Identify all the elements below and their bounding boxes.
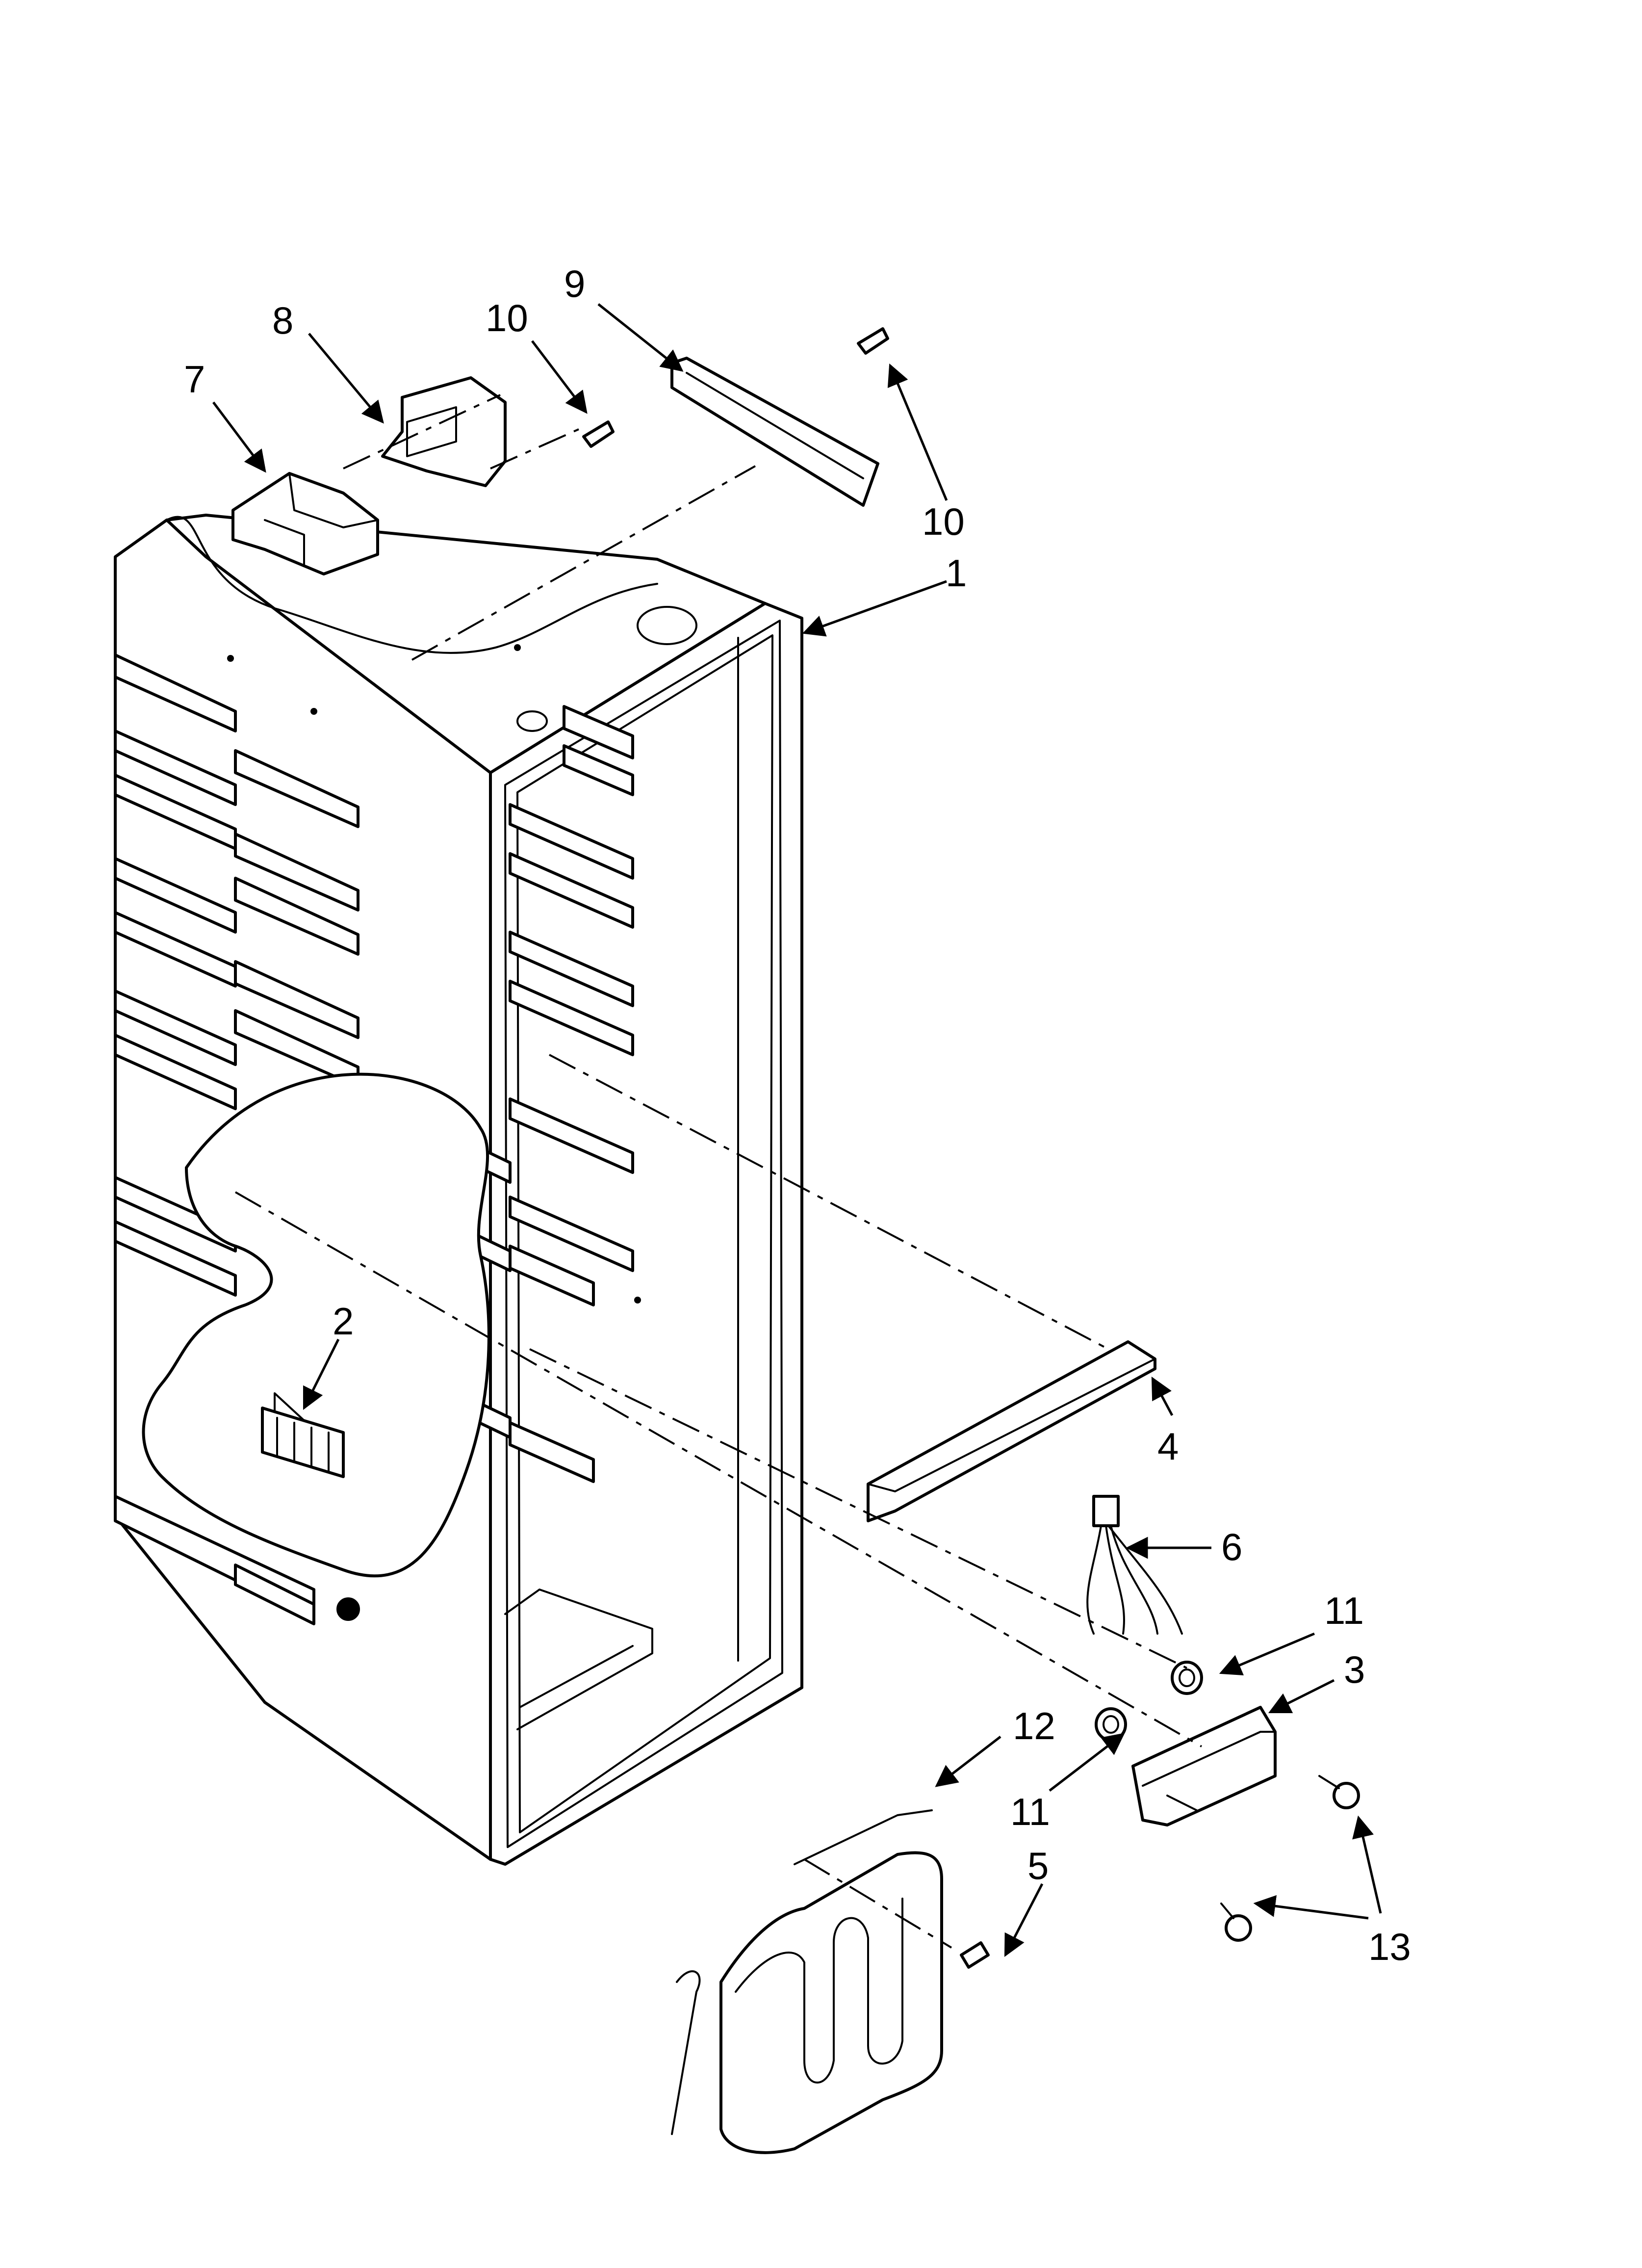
callout-10-upper: 10: [486, 296, 528, 339]
part-4-cover: [867, 1340, 1156, 1522]
liner-cutaway-view: [142, 1072, 490, 1578]
part-10-screw-b: [857, 327, 889, 355]
callout-9: 9: [564, 262, 585, 305]
part-5-screw: [960, 1941, 990, 1969]
top-knob: [516, 710, 548, 732]
part-7-housing: [231, 472, 379, 575]
liner-assembly: [114, 514, 803, 1866]
callout-11-lower: 11: [1010, 1790, 1050, 1833]
liner-interior-floor: [504, 1589, 653, 1730]
top-vent-hole: [637, 606, 697, 645]
liner-interior-floor-2: [519, 1645, 634, 1708]
callout-2: 2: [333, 1300, 354, 1343]
callout-13: 13: [1368, 1925, 1411, 1968]
left-side-rails: [114, 653, 359, 1625]
callout-5: 5: [1027, 1844, 1049, 1887]
liner-front-frame: [489, 602, 803, 1866]
liner-front-inner-edge: [504, 620, 783, 1848]
callout-10-right: 10: [922, 500, 965, 543]
leader-arrows: [212, 303, 1382, 1957]
part-13-plug-a: [1318, 1775, 1360, 1809]
callout-4: 4: [1157, 1425, 1179, 1468]
part-2-control: [261, 1407, 345, 1478]
assembly-lines: [235, 394, 1202, 1949]
part-8-bracket: [381, 376, 507, 487]
callout-7: 7: [184, 358, 205, 401]
callout-labels: 1 2 3 4 5 6 7 8 9 10 10 11 11 12 13: [184, 262, 1411, 1968]
callout-3: 3: [1344, 1648, 1365, 1691]
part-6-harness: [1086, 1495, 1183, 1635]
part-11-grommet-a: [1171, 1661, 1203, 1695]
callout-8: 8: [272, 299, 293, 342]
part-12-heater: [671, 1809, 943, 2154]
part-10-screw-a: [582, 420, 615, 448]
liner-front-inner-edge-2: [516, 634, 773, 1833]
top-cutaway: [166, 516, 658, 654]
part-3-trough: [1131, 1706, 1277, 1826]
part-11-grommet-b: [1095, 1707, 1127, 1742]
callout-6: 6: [1221, 1525, 1242, 1568]
callout-12: 12: [1013, 1704, 1055, 1747]
callout-1: 1: [946, 551, 967, 595]
callout-11-upper: 11: [1324, 1589, 1364, 1632]
part-9-strip: [670, 357, 879, 507]
part-13-plug-b: [1220, 1903, 1252, 1942]
